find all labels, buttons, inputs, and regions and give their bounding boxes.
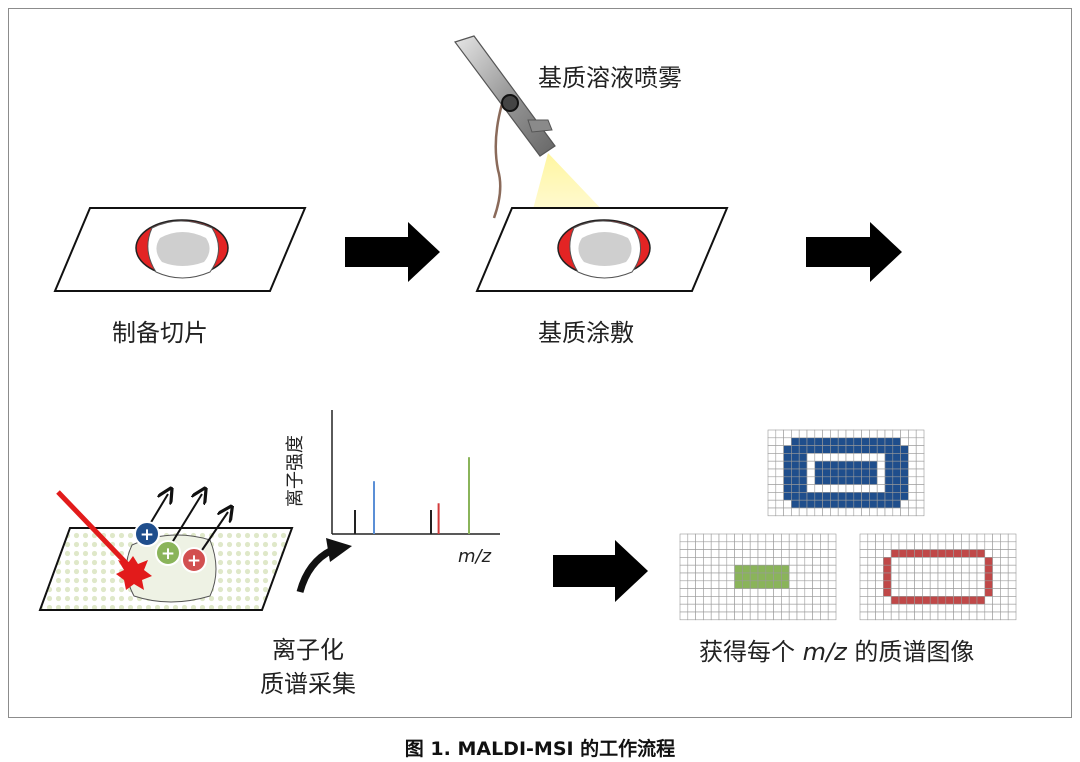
figure-caption: 图 1. MALDI-MSI 的工作流程	[404, 738, 676, 760]
tissue-slide-2	[475, 207, 729, 292]
flow-arrow-2	[806, 222, 902, 282]
flow-arrow-3	[553, 540, 648, 602]
step-matrix-spray-label: 基质溶液喷雾	[538, 64, 682, 92]
spectrum-xlabel: m/z	[458, 546, 492, 567]
ms-image-red	[859, 533, 1017, 621]
ms-image-blue	[767, 429, 925, 517]
step-ionization-label-1: 离子化	[272, 636, 344, 664]
ionization-slide: + + +	[38, 492, 294, 611]
curved-arrow	[296, 546, 334, 593]
step-image-label: 获得每个 m/z 的质谱图像	[699, 632, 974, 667]
image-label-suffix: 的质谱图像	[846, 638, 975, 666]
spectrum-ylabel: 离子强度	[285, 435, 306, 507]
svg-text:+: +	[140, 525, 154, 545]
ms-image-green	[679, 533, 837, 621]
step-prepare-section-label: 制备切片	[112, 319, 208, 347]
tissue-slide-1	[53, 207, 307, 292]
svg-text:+: +	[161, 544, 175, 564]
mass-spectrum	[331, 410, 500, 535]
image-label-prefix: 获得每个	[699, 638, 803, 666]
step-matrix-coating-label: 基质涂敷	[538, 319, 634, 347]
image-label-mz: m/z	[802, 638, 847, 666]
svg-text:+: +	[187, 551, 201, 571]
step-ionization-label-2: 质谱采集	[260, 670, 356, 698]
flow-arrow-1	[345, 222, 440, 282]
ms-image-grids	[679, 429, 1017, 621]
figure-frame	[8, 8, 1072, 718]
